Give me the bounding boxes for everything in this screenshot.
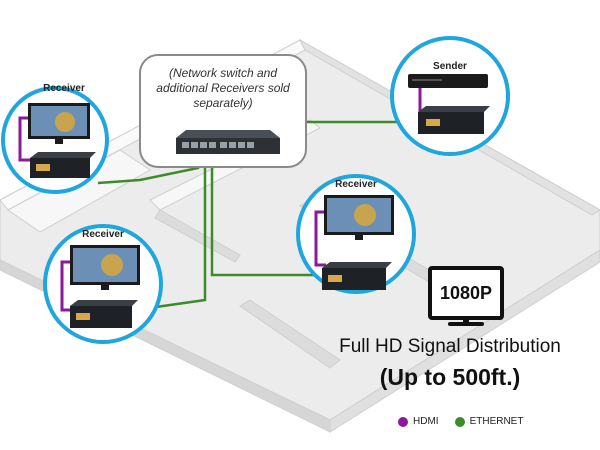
- sender-circle: [390, 36, 510, 156]
- hdmi-dot-icon: [398, 416, 408, 427]
- sender-player-icon: [408, 74, 488, 88]
- receiver-3-label: Receiver: [335, 179, 377, 190]
- ethernet-cable-receiver-3: [210, 153, 322, 277]
- receiver-2-circle: [43, 224, 163, 344]
- receiver-2-tv-icon: [70, 245, 140, 290]
- legend-ethernet-label: ETHERNET: [469, 416, 524, 427]
- receiver-2-device: [70, 300, 138, 328]
- sender-device: [418, 106, 490, 134]
- receiver-3-device: [322, 262, 392, 290]
- subheadline: (Up to 500ft.): [379, 364, 521, 390]
- network-switch: [176, 130, 280, 154]
- monitor-base: [448, 322, 484, 326]
- receiver-3-hdmi-cable: [314, 210, 326, 267]
- legend-item-hdmi: HDMI: [398, 416, 439, 427]
- legend-hdmi-label: HDMI: [413, 416, 439, 427]
- legend-item-ethernet: ETHERNET: [454, 416, 524, 427]
- sender-label: Sender: [433, 61, 467, 72]
- receiver-3-tv-icon: [324, 195, 394, 240]
- legend: HDMI ETHERNET: [398, 416, 539, 427]
- receiver-1-hdmi-cable: [18, 116, 30, 162]
- receiver-2-label: Receiver: [82, 229, 124, 240]
- resolution-badge-text: 1080P: [439, 282, 493, 303]
- receiver-1-label: Receiver: [43, 83, 85, 94]
- resolution-monitor-icon: 1080P: [428, 266, 504, 320]
- headline: Full HD Signal Distribution: [339, 336, 561, 357]
- receiver-1-circle: [1, 86, 109, 194]
- receiver-2-hdmi-cable: [60, 260, 72, 312]
- switch-note: (Network switch and additional Receivers…: [156, 66, 290, 110]
- ethernet-dot-icon: [454, 416, 465, 427]
- receiver-3-circle: [296, 174, 416, 294]
- receiver-1-tv-icon: [28, 103, 90, 144]
- monitor-stand: [463, 316, 469, 323]
- receiver-1-device: [30, 152, 96, 178]
